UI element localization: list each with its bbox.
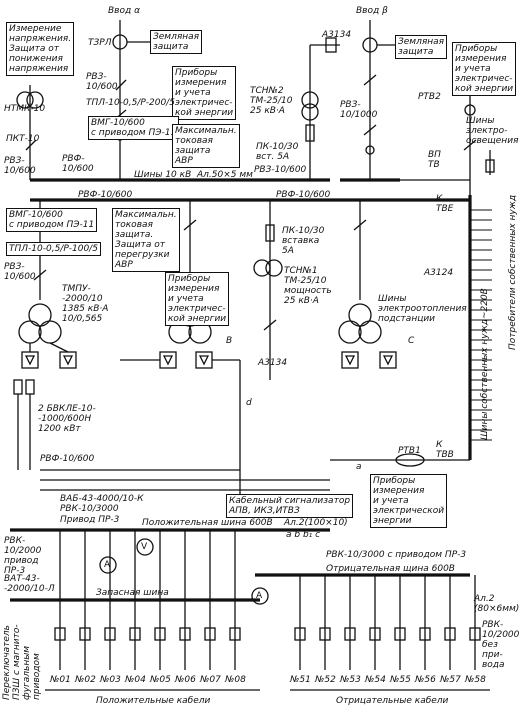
voltmeter-icon: V [141, 542, 148, 552]
label-pribory-2: Приборы измерения и учета электричес- ко… [452, 42, 517, 96]
sn-consumer-taps [470, 209, 492, 441]
pos-feeder-5: №05 [150, 675, 171, 685]
label-pereklyuch: Переключатель ПЗШ с магнито- фугальным п… [2, 624, 42, 700]
label-k-tv-e: К ТВЕ [436, 194, 454, 214]
label-izm-zaschita: Измерение напряжения. Защита от понижени… [6, 22, 75, 76]
label-vab: ВАБ-43-4000/10-К [60, 494, 144, 504]
label-pol-kabeli: Положительные кабели [96, 696, 211, 706]
label-d: d [246, 398, 252, 408]
label-b: В [226, 336, 233, 346]
label-a3134-mid: А3134 [258, 358, 288, 368]
pos-feeder-6: №06 [175, 675, 196, 685]
positive-feeder-lines [54, 530, 241, 670]
label-ntmk: НТМК-10 [4, 104, 46, 114]
label-pribory-3: Приборы измерения и учета электричес- ко… [165, 272, 230, 326]
label-a3124: А3124 [424, 268, 454, 278]
label-rtv1: РТВ1 [398, 446, 421, 456]
label-privod-pr3: Привод ПР-3 [60, 515, 120, 525]
label-tmpu: ТМПУ- -2000/10 1385 кВ·А 10/0,565 [62, 284, 109, 324]
label-al2-bot: Ал.2 (80×6мм) [474, 594, 520, 614]
label-rvk-3000-b: РВК-10/3000 с приводом ПР-3 [326, 550, 467, 560]
label-rvf-600-c: РВФ-10/600 [276, 190, 331, 200]
label-pk-vst: ПК-10/30 вст. 5А [256, 142, 299, 162]
ammeter-neg-icon: А [256, 591, 263, 601]
label-zap-shina: Запасная шина [96, 588, 169, 598]
label-kab-sign: Кабельный сигнализатор АПВ, ИКЗ,ИТВЗ [226, 494, 354, 518]
label-rvz-600-b: РВЗ-10/600 [254, 165, 307, 175]
label-rvk-3000-a: РВК-10/3000 [60, 504, 119, 514]
label-pribory-4: Приборы измерения и учета электрической … [370, 474, 448, 528]
label-zem-zasch-1: Земляная защита [150, 30, 203, 54]
label-pol-shina: Положительная шина 600В [142, 518, 273, 528]
ammeter-ring [99, 556, 117, 574]
label-tsn2: ТСН№2 ТМ-25/10 25 кВ·А [250, 86, 293, 116]
label-vat: ВАТ-43- -2000/10-Л [4, 574, 55, 594]
label-shiny-sn: Шины собственных нужд~220В [480, 288, 490, 440]
label-c: С [408, 336, 415, 346]
label-rtv2: РТВ2 [418, 92, 441, 102]
label-vvod-a: Ввод α [108, 6, 141, 16]
label-rvf-600-d: РВФ-10/600 [40, 454, 95, 464]
label-tpl-100: ТПЛ-10-0,5/Р-100/5 [6, 242, 101, 256]
label-maks-2: Максимальн. токовая защита. Защита от пе… [112, 208, 180, 272]
label-shiny-osv: Шины электро- освещения [466, 116, 519, 146]
label-potr-sn: Потребители собственных нужд [508, 194, 518, 350]
label-shiny-otopl: Шины электроотопления подстанции [378, 294, 467, 324]
pos-feeder-2: №02 [75, 675, 96, 685]
label-tsn1: ТСН№1 ТМ-25/10 мощность 25 кВ·А [284, 266, 332, 306]
label-maks-avr: Максимальн. токовая защита АВР [172, 124, 240, 168]
pos-feeder-7: №07 [200, 675, 221, 685]
voltmeter-ring [136, 538, 154, 556]
label-rvf-600-a: РВФ- 10/600 [62, 154, 94, 174]
label-pk-5a: ПК-10/30 вставка 5А [282, 226, 325, 256]
pos-feeder-4: №04 [125, 675, 146, 685]
label-zem-zasch-2: Земляная защита [395, 35, 448, 59]
label-tpl-200: ТПЛ-10-0,5/Р-200/5 [86, 98, 175, 108]
label-a: а [356, 462, 362, 472]
neg-feeder-2: №52 [315, 675, 336, 685]
ammeter-icon: А [104, 560, 111, 570]
label-k-tv-b: К ТВВ [436, 440, 454, 460]
neg-feeder-7: №57 [440, 675, 461, 685]
ammeter-neg-ring [251, 587, 269, 605]
label-rvz-600-c: РВЗ- 10/600 [4, 156, 36, 176]
label-otr-shina: Отрицательная щина 600В [326, 564, 455, 574]
label-vmg-1: ВМГ-10/600 с приводом ПЭ-11 [88, 116, 180, 140]
neg-feeder-4: №54 [365, 675, 386, 685]
label-vvod-b: Ввод β [356, 6, 388, 16]
neg-feeder-8: №58 [465, 675, 486, 685]
pos-feeder-1: №01 [50, 675, 71, 685]
label-rvk-2000-b: РВК- 10/2000 без при- вода [482, 620, 520, 670]
label-bvkle: 2 БВКЛЕ-10- -1000/600Н 1200 кВт [38, 404, 96, 434]
label-rvz-600-a: РВЗ- 10/600 [86, 72, 118, 92]
label-abc: а b b₁ c [286, 530, 321, 540]
negative-feeder-lines [294, 575, 481, 670]
neg-feeder-1: №51 [290, 675, 311, 685]
label-rvk-2000: РВК- 10/2000 привод ПР-3 [4, 536, 42, 576]
neg-feeder-3: №53 [340, 675, 361, 685]
label-pkt: ПКТ-10 [6, 134, 40, 144]
neg-feeder-5: №55 [390, 675, 411, 685]
pos-feeder-8: №08 [225, 675, 246, 685]
label-tzrl: ТЗРЛ [88, 38, 112, 48]
label-otr-kabeli: Отрицательные кабели [336, 696, 449, 706]
label-rvz-600-d: РВЗ- 10/600 [4, 262, 36, 282]
label-pribory-1: Приборы измерения и учета электричес- ко… [172, 66, 237, 120]
label-shiny-10kv: Шины 10 кВ Ал.50×5 мм [134, 170, 253, 180]
label-al2-top: Ал.2(100×10) [284, 518, 348, 528]
label-a3134-top: А3134 [322, 30, 352, 40]
neg-feeder-6: №56 [415, 675, 436, 685]
label-vp-tv: ВП ТВ [428, 150, 441, 170]
pos-feeder-3: №03 [100, 675, 121, 685]
label-vmg-2: ВМГ-10/600 с приводом ПЭ-11 [6, 208, 98, 232]
label-rvf-600-b: РВФ-10/600 [78, 190, 133, 200]
label-rvz-1000: РВЗ- 10/1000 [340, 100, 378, 120]
